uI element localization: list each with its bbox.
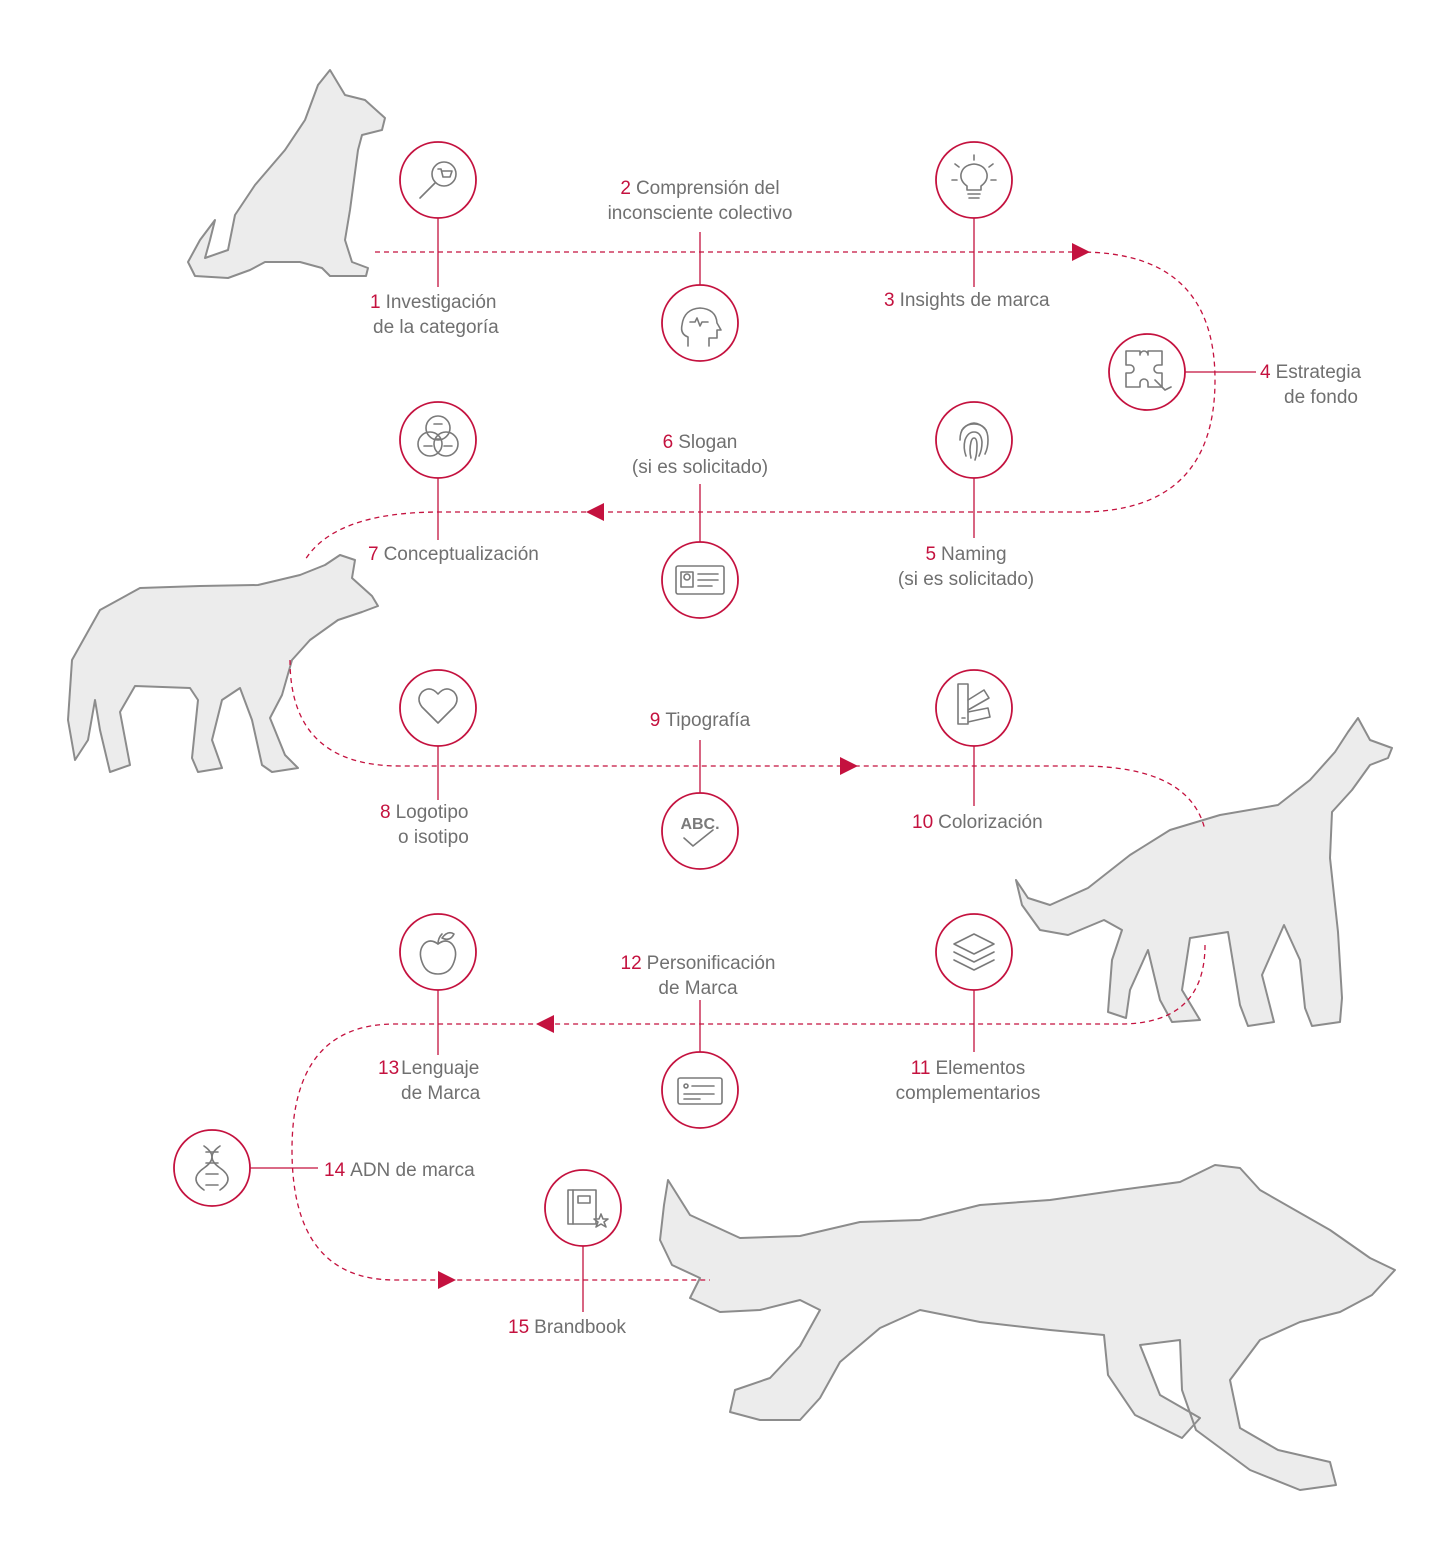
magnifier-cart-icon (419, 161, 457, 199)
arrow-left-icon (586, 503, 604, 521)
heart-icon (418, 688, 458, 724)
step-13-number: 13 (378, 1058, 400, 1079)
step-4-number: 4 (1260, 362, 1271, 383)
layers-icon (953, 933, 995, 971)
step-11-line-2: complementarios (895, 1083, 1041, 1104)
step-12-line-2: de Marca (658, 978, 738, 999)
arrow-right-icon (840, 757, 858, 775)
step-5-line-2: (si es solicitado) (897, 569, 1035, 590)
dna-icon (195, 1145, 229, 1191)
arrow-right-icon (438, 1271, 456, 1289)
icon-circles (173, 141, 1186, 1247)
step-3-line-1: Insights de marca (899, 290, 1050, 311)
step-15-number: 15 (508, 1317, 530, 1338)
step-9-number: 9 (649, 710, 661, 731)
step-13-line-1: Lenguaje (401, 1058, 480, 1079)
step-8-number: 8 (380, 802, 391, 823)
step-13-line-2: de Marca (401, 1083, 481, 1104)
step-6-line-2: (si es solicitado) (631, 457, 769, 478)
abc-check-icon: ABC. (680, 816, 720, 847)
color-swatch-icon (957, 683, 991, 725)
step-7-line-1: Conceptualización (383, 544, 539, 565)
process-path (289, 251, 1216, 1281)
step-2-line-1: Comprensión del (635, 178, 780, 199)
step-6-number: 6 (662, 432, 674, 453)
fingerprint-icon (959, 422, 989, 461)
venn-diagram-icon (417, 415, 459, 457)
step-12-number: 12 (620, 953, 642, 974)
step-10-line-1: Colorización (938, 812, 1043, 833)
lightbulb-icon (951, 154, 997, 199)
step-4-line-1: Estrategia (1275, 362, 1362, 383)
step-6-line-1: Slogan (678, 432, 738, 453)
sitting-wolf-silhouette (187, 69, 386, 279)
step-8-line-1: Logotipo (395, 802, 469, 823)
wolf-silhouettes (67, 69, 1396, 1491)
path-arrows (438, 243, 1090, 1289)
running-wolf-silhouette (659, 1164, 1396, 1491)
step-14-line-1: ADN de marca (350, 1160, 475, 1181)
standing-wolf-silhouette (67, 554, 379, 773)
step-5-line-1: Naming (941, 544, 1007, 565)
step-8-line-2: o isotipo (398, 827, 469, 848)
arrow-left-icon (536, 1015, 554, 1033)
step-11-line-1: Elementos (935, 1058, 1026, 1079)
howling-wolf-silhouette (1015, 717, 1393, 1027)
step-11-number: 11 (910, 1058, 931, 1079)
connector-lines (250, 218, 1256, 1312)
step-15-line-1: Brandbook (534, 1317, 627, 1338)
id-card-icon (675, 565, 725, 595)
book-star-icon (567, 1189, 609, 1228)
puzzle-icon (1125, 350, 1172, 391)
arrow-right-icon (1072, 243, 1090, 261)
step-14-number: 14 (324, 1160, 346, 1181)
step-3-number: 3 (884, 290, 895, 311)
card-icon (677, 1077, 723, 1105)
step-1-line-1: Investigación (385, 292, 497, 313)
step-9-line-1: Tipografía (665, 710, 751, 731)
step-2-line-2: inconsciente colectivo (607, 203, 793, 224)
step-12-line-1: Personificación (646, 953, 776, 974)
step-4-line-2: de fondo (1284, 387, 1358, 408)
step-5-number: 5 (925, 544, 937, 565)
step-10-number: 10 (912, 812, 934, 833)
step-7-number: 7 (368, 544, 379, 565)
apple-icon (419, 931, 457, 975)
step-2-number: 2 (620, 178, 631, 199)
head-pulse-icon (680, 307, 722, 347)
step-1-number: 1 (370, 292, 381, 313)
step-1-line-2: de la categoría (373, 317, 499, 338)
svg-text:ABC.: ABC. (680, 816, 719, 833)
